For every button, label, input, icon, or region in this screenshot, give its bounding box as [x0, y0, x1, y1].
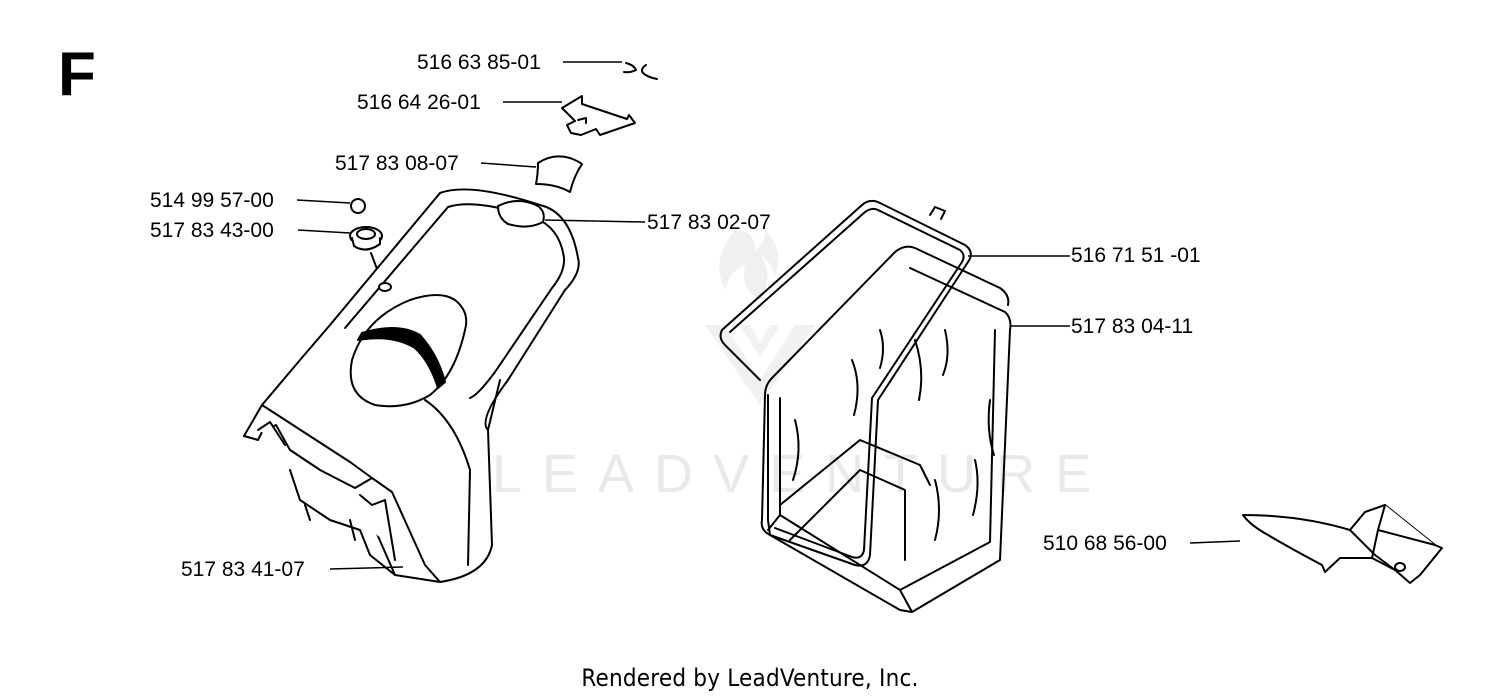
grass-bag: [767, 267, 1012, 613]
label-cover-top: 517 83 02-07: [647, 211, 771, 234]
ball-part: [350, 198, 366, 214]
label-ball: 514 99 57-00: [150, 189, 274, 212]
bag-frame: [719, 199, 1010, 567]
plug-part: [349, 226, 383, 251]
flap-part: [535, 155, 583, 193]
label-deflector: 510 68 56-00: [1043, 532, 1167, 555]
deflector-part: [1242, 504, 1443, 584]
catcher-cover: [243, 188, 580, 583]
label-chute: 517 83 41-07: [181, 558, 305, 581]
clip-part: [623, 62, 658, 80]
watermark-logo: [705, 230, 815, 405]
label-frame: 516 71 51 -01: [1071, 244, 1201, 267]
footer-credit: Rendered by LeadVenture, Inc.: [581, 664, 919, 692]
bracket-part: [561, 95, 636, 136]
section-letter: F: [58, 40, 96, 109]
leader-lines: [296, 61, 1241, 570]
watermark-text: LEADVENTURE: [492, 444, 1111, 504]
label-bracket: 516 64 26-01: [357, 91, 481, 114]
label-plug: 517 83 43-00: [150, 219, 274, 242]
label-flap: 517 83 08-07: [335, 152, 459, 175]
label-bag: 517 83 04-11: [1071, 315, 1193, 338]
label-clip: 516 63 85-01: [417, 51, 541, 74]
